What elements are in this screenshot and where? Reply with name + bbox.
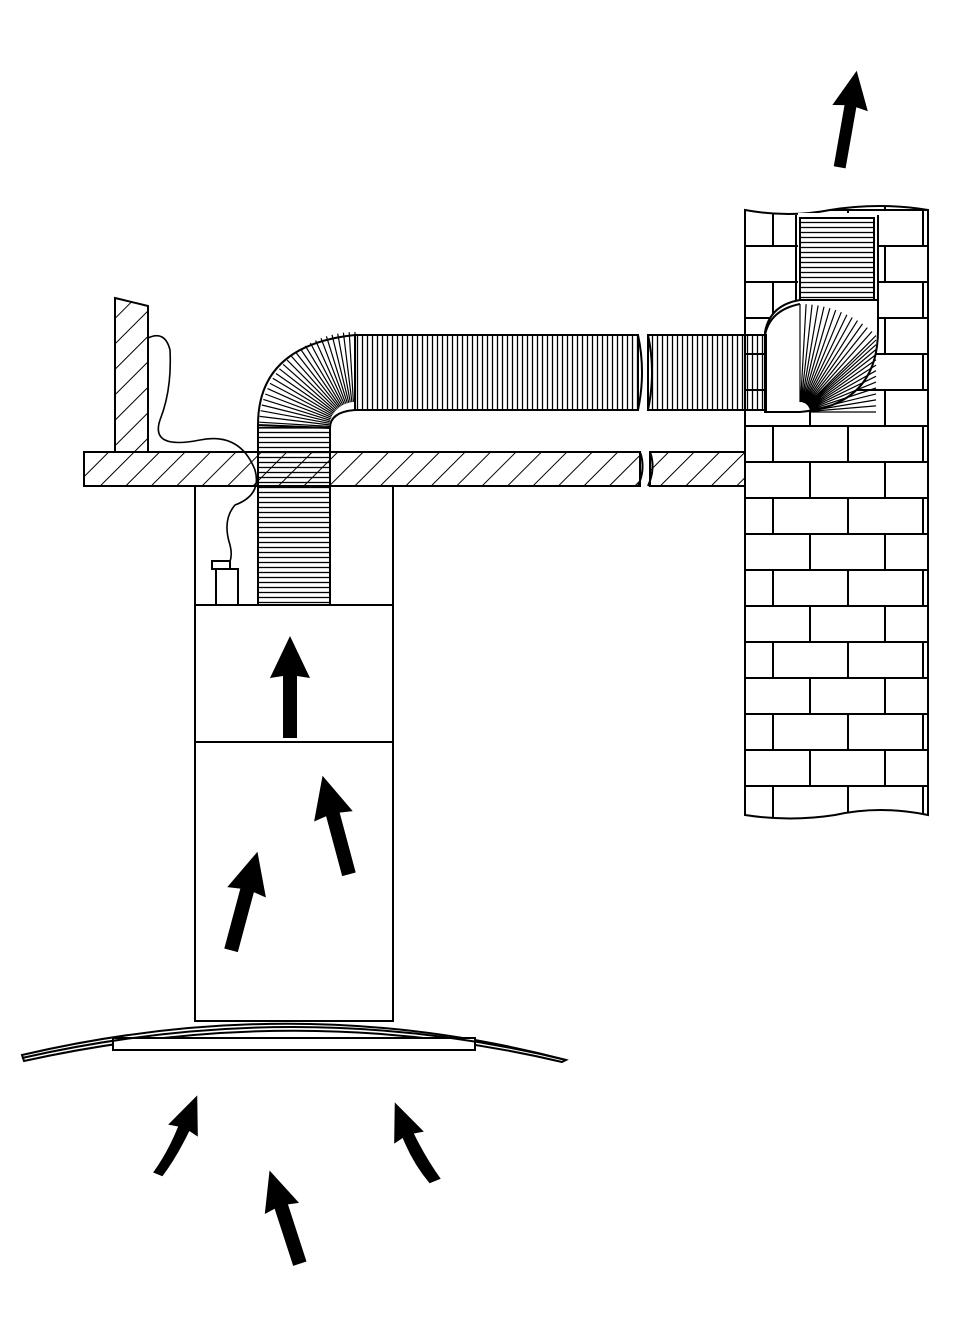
- chimney-arrow-right: [314, 775, 356, 877]
- ceiling-slab: [83, 451, 746, 487]
- hood-canopy: [20, 1022, 569, 1064]
- inlet-arrow-right: [394, 1102, 441, 1184]
- vertical-flex-duct: [257, 424, 331, 606]
- chimney-arrow-left: [224, 851, 266, 953]
- wall-stub: [114, 296, 149, 453]
- ceiling-elbow-duct: [256, 332, 356, 430]
- horizontal-flex-duct: [354, 334, 767, 411]
- exhaust-arrow: [832, 70, 868, 169]
- inlet-arrow-center: [264, 1170, 307, 1266]
- chimney-arrow-top: [270, 636, 310, 738]
- power-cable: [147, 334, 258, 571]
- airflow-arrows: [153, 70, 868, 1266]
- inlet-arrow-left: [153, 1095, 198, 1177]
- outlet-stub: [211, 560, 239, 606]
- wall-elbow-duct: [764, 299, 879, 413]
